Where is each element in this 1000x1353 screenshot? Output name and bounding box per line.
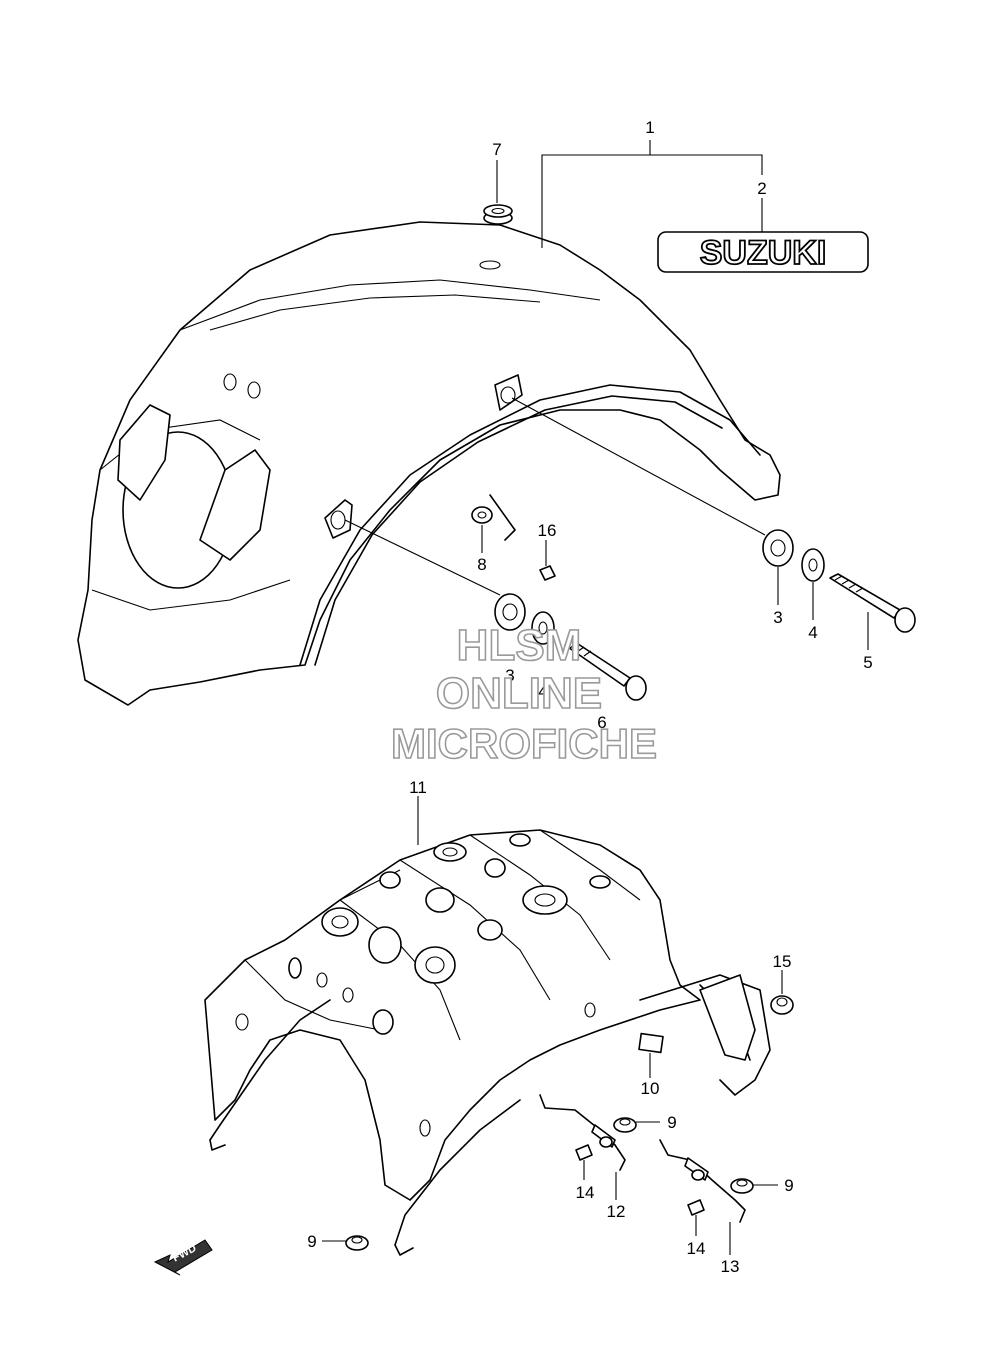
wire-harness-13[interactable]: [659, 1139, 746, 1223]
screw-14-a[interactable]: [575, 1144, 593, 1161]
callout-16: 16: [538, 521, 557, 540]
callout-12: 12: [607, 1202, 626, 1221]
screw-16[interactable]: [539, 565, 556, 581]
callout-13: 13: [721, 1257, 740, 1276]
inner-fender[interactable]: [204, 829, 701, 1201]
watermark: HLSM ONLINE MICROFICHE: [390, 620, 658, 768]
bolt-5[interactable]: [829, 573, 916, 633]
callout-9-c: 9: [307, 1232, 316, 1251]
grommet-7[interactable]: [483, 204, 513, 225]
callout-2: 2: [757, 179, 766, 198]
callout-7: 7: [492, 140, 501, 159]
spacer-3-left[interactable]: [494, 593, 526, 631]
wire-harness-12[interactable]: [539, 1094, 626, 1171]
callout-8: 8: [477, 555, 486, 574]
screw-14-b[interactable]: [687, 1199, 705, 1216]
callout-4-right: 4: [808, 623, 817, 642]
spacer-3-right[interactable]: [762, 529, 794, 567]
label-10[interactable]: [638, 1032, 664, 1054]
callout-1: 1: [645, 118, 654, 137]
callout-6: 6: [597, 713, 606, 732]
watermark-line-2: ONLINE: [436, 669, 602, 718]
clip-nut-8[interactable]: [471, 506, 493, 524]
washer-4-left[interactable]: [531, 611, 555, 645]
callout-14-a: 14: [576, 1183, 595, 1202]
fwd-arrow: FWD: [153, 1239, 213, 1276]
callout-5: 5: [863, 653, 872, 672]
washer-4-right[interactable]: [801, 548, 825, 582]
callout-11: 11: [409, 778, 427, 797]
callout-10: 10: [641, 1079, 660, 1098]
nut-9-c[interactable]: [345, 1235, 369, 1251]
nut-9-b[interactable]: [730, 1178, 754, 1194]
callout-9-b: 9: [784, 1176, 793, 1195]
watermark-line-1: HLSM: [457, 621, 582, 670]
callout-14-b: 14: [687, 1239, 706, 1258]
nut-9-a[interactable]: [613, 1117, 637, 1133]
support-stay[interactable]: [209, 974, 771, 1256]
suzuki-emblem[interactable]: SUZUKI: [657, 231, 869, 273]
nut-15[interactable]: [770, 995, 794, 1015]
bolt-6[interactable]: [564, 639, 647, 701]
callout-9-a: 9: [667, 1113, 676, 1132]
callout-3-left: 3: [505, 666, 514, 685]
callout-15: 15: [773, 952, 792, 971]
callout-3-right: 3: [773, 608, 782, 627]
watermark-line-3: MICROFICHE: [391, 720, 657, 767]
emblem-text: SUZUKI: [700, 234, 827, 272]
callout-4-left: 4: [538, 682, 547, 701]
rear-fender[interactable]: [77, 221, 781, 706]
